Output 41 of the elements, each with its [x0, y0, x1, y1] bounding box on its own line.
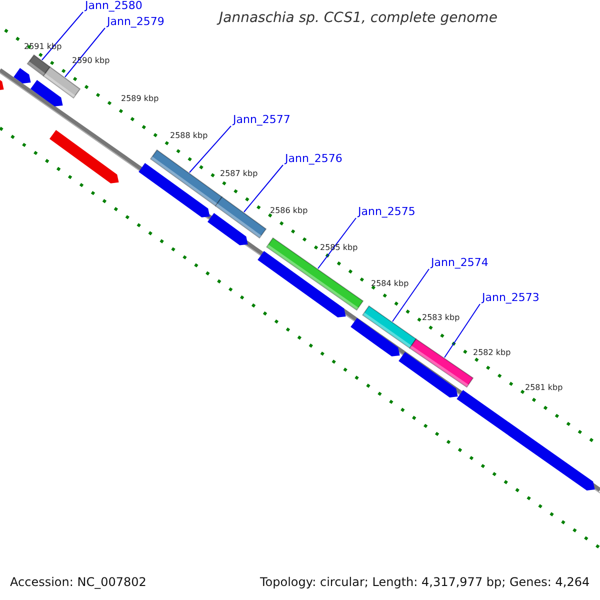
gene-label: Jann_2575 — [358, 206, 416, 217]
scale-label: 2588 kbp — [170, 132, 208, 140]
gene-label: Jann_2576 — [285, 153, 342, 164]
gene-block — [50, 130, 119, 184]
gene-bar — [409, 338, 474, 388]
scale-label: 2583 kbp — [422, 314, 460, 322]
gene-block — [258, 251, 346, 318]
gene-bar — [362, 305, 417, 349]
leader-line — [189, 126, 232, 173]
gene-block — [14, 68, 31, 84]
gene-block — [208, 213, 248, 246]
leader-line — [42, 12, 84, 60]
gene-block — [350, 318, 400, 356]
scale-label: 2587 kbp — [220, 170, 258, 178]
gene-block — [30, 80, 63, 106]
leader-line — [244, 164, 284, 212]
gene-bar — [26, 54, 51, 76]
gene-label: Jann_2579 — [107, 16, 164, 27]
gene-block — [138, 163, 210, 218]
scale-label: 2581 kbp — [525, 384, 563, 392]
gene-block — [456, 390, 595, 490]
gene-block — [398, 352, 458, 398]
gene-label: Jann_2580 — [85, 0, 142, 11]
gene-bar — [214, 196, 267, 239]
leader-line — [444, 304, 480, 358]
genome-stats-text: Topology: circular; Length: 4,317,977 bp; Genes: 4,264 — [260, 576, 590, 588]
scale-label: 2582 kbp — [473, 349, 511, 357]
leader-line — [392, 268, 430, 322]
leader-line — [318, 218, 356, 269]
title: Jannaschia sp. CCS1, complete genome — [219, 11, 498, 25]
leader-line — [64, 28, 106, 78]
gene-label: Jann_2574 — [431, 257, 488, 268]
gene-block — [0, 80, 4, 90]
scale-label: 2589 kbp — [121, 95, 159, 103]
gene-label: Jann_2577 — [233, 114, 290, 125]
accession-text: Accession: NC_007802 — [10, 576, 146, 588]
gene-bar — [266, 237, 364, 311]
gene-bar — [42, 66, 81, 99]
gene-label: Jann_2573 — [482, 292, 540, 303]
scale-label: 2586 kbp — [270, 207, 308, 215]
scale-label: 2584 kbp — [371, 280, 409, 288]
